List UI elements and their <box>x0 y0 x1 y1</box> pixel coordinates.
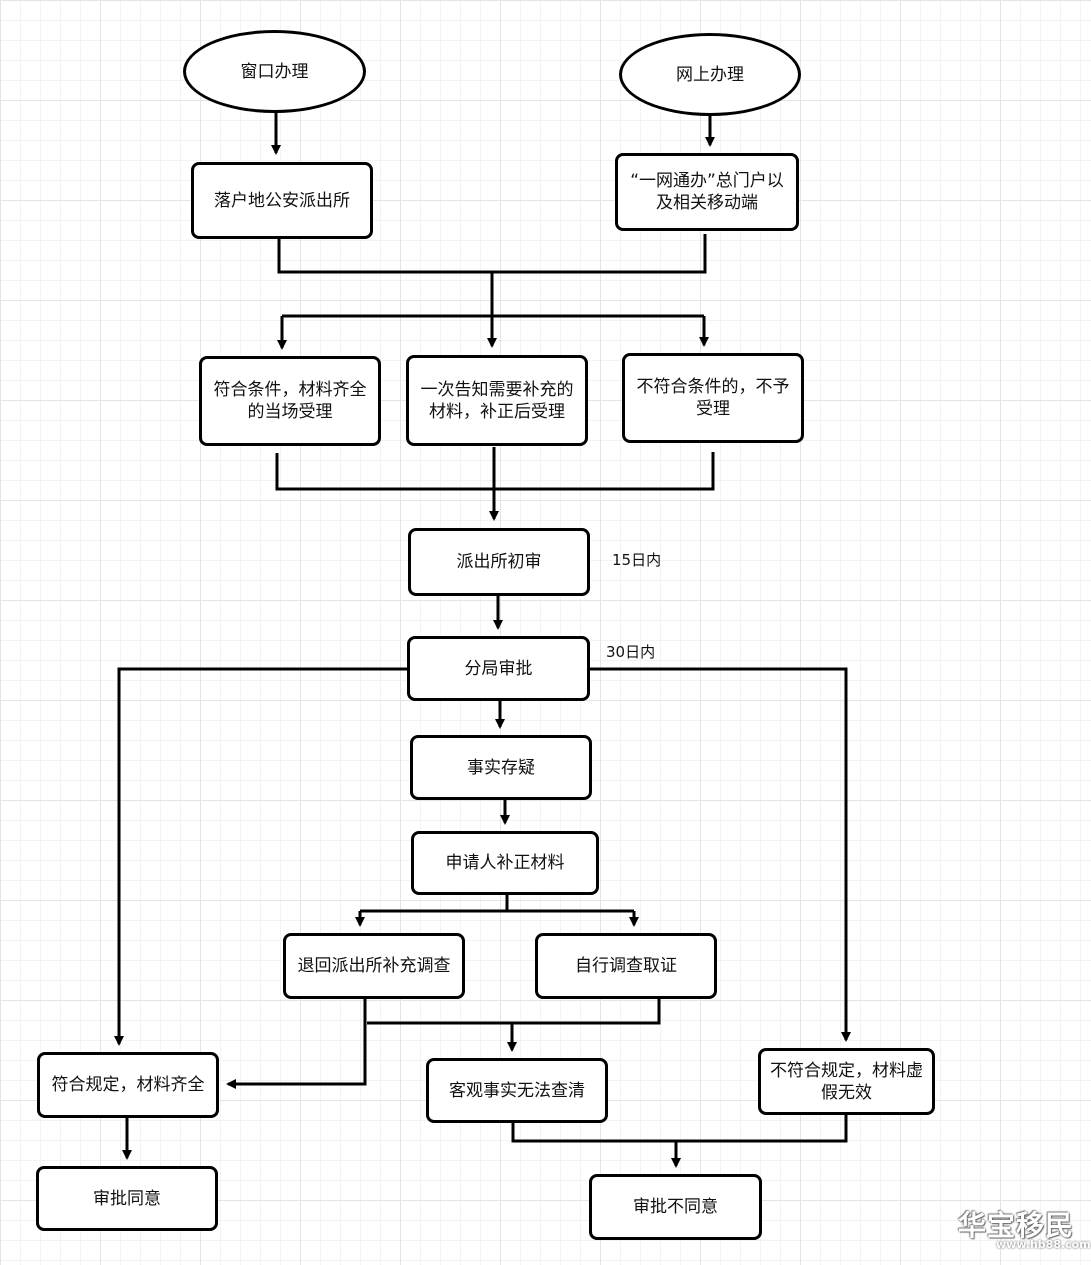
node-denied: 审批不同意 <box>589 1174 762 1240</box>
arrow-branch-to-invalid <box>590 667 851 1042</box>
node-approved: 审批同意 <box>36 1166 218 1231</box>
node-portal: “一网通办”总门户以及相关移动端 <box>615 153 799 231</box>
node-window: 窗口办理 <box>183 30 366 113</box>
node-unclear: 客观事实无法查清 <box>426 1058 608 1123</box>
node-self-investigate: 自行调查取证 <box>535 933 717 999</box>
merge-line-investigations <box>367 999 661 1025</box>
node-applicant-supplement: 申请人补正材料 <box>411 831 599 895</box>
arrow-return-to-qualified <box>226 998 367 1089</box>
node-return-station: 退回派出所补充调查 <box>283 933 465 999</box>
node-accept-now: 符合条件，材料齐全的当场受理 <box>199 356 381 446</box>
node-branch-approval: 分局审批 <box>407 636 590 701</box>
note-within-30-days: 30日内 <box>606 643 656 661</box>
node-invalid: 不符合规定，材料虚假无效 <box>758 1048 935 1115</box>
split-line-supplement <box>360 895 634 913</box>
node-police-station: 落户地公安派出所 <box>191 162 373 239</box>
node-initial-review: 派出所初审 <box>408 528 590 596</box>
node-doubt: 事实存疑 <box>410 735 592 800</box>
node-online: 网上办理 <box>619 33 801 116</box>
watermark-logo: 华宝移民 <box>958 1209 1075 1242</box>
watermark-url: www.hb88.com <box>996 1238 1091 1251</box>
merge-line-denied <box>511 1115 848 1143</box>
note-within-15-days: 15日内 <box>612 551 662 569</box>
node-notify-supplement: 一次告知需要补充的材料，补正后受理 <box>406 355 588 446</box>
node-qualified: 符合规定，材料齐全 <box>37 1052 219 1118</box>
node-reject-accept: 不符合条件的，不予受理 <box>622 353 804 443</box>
merge-line-top <box>277 234 707 274</box>
arrow-branch-to-qualified <box>114 667 408 1046</box>
